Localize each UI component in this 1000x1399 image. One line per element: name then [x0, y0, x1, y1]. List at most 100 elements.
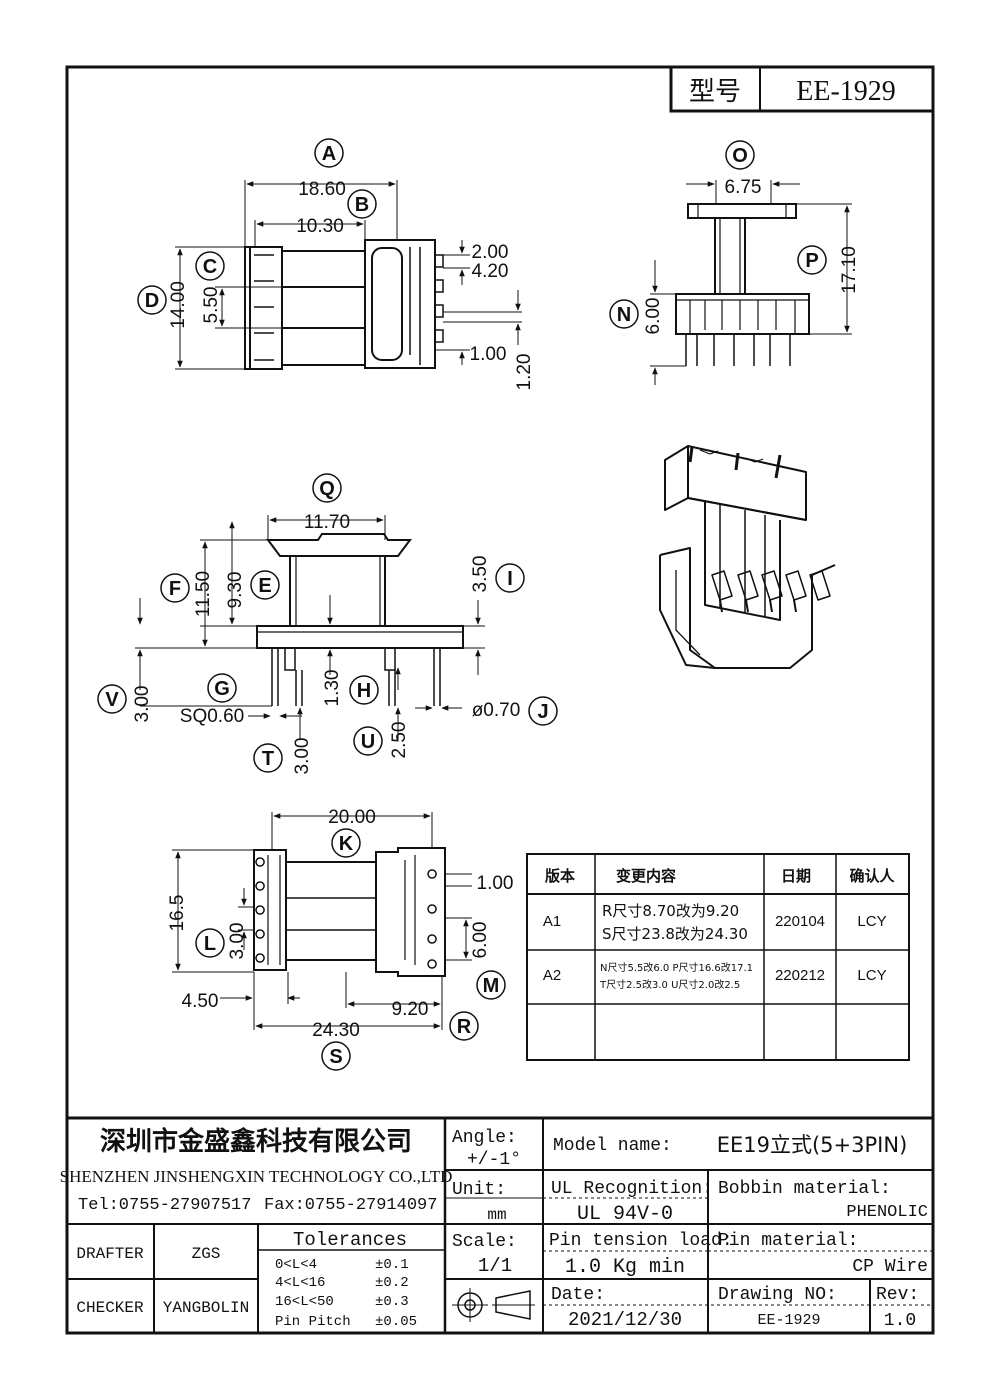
tolerance-range-2: 4<L<16 — [275, 1275, 325, 1291]
scale-value: 1/1 — [478, 1255, 512, 1277]
dim-U: 2.50 — [389, 722, 410, 759]
rev-row-2-date: 220212 — [775, 967, 825, 984]
rev-value: 1.0 — [884, 1311, 916, 1331]
date-label: Date: — [551, 1285, 605, 1305]
dim-1-20: 1.20 — [514, 354, 535, 391]
label-G: G — [214, 678, 230, 700]
label-Q: Q — [319, 478, 335, 500]
label-H: H — [357, 680, 371, 702]
tolerance-value-4: ±0.05 — [375, 1314, 417, 1330]
sheet-border — [65, 65, 935, 1335]
label-U: U — [361, 731, 375, 753]
tolerance-value-3: ±0.3 — [375, 1294, 409, 1310]
dim-O: 6.75 — [725, 177, 762, 198]
rev-row-2-by: LCY — [857, 967, 886, 984]
company-fax: Fax:0755-27914097 — [264, 1196, 437, 1215]
tolerance-value-2: ±0.2 — [375, 1275, 409, 1291]
dim-1-00-top: 1.00 — [470, 344, 507, 365]
dim-N: 6.00 — [643, 298, 664, 335]
dim-4-50: 4.50 — [182, 991, 219, 1012]
side-view — [650, 180, 852, 385]
dim-G: SQ0.60 — [180, 706, 244, 727]
tolerances-title: Tolerances — [293, 1229, 407, 1251]
date-value: 2021/12/30 — [568, 1309, 682, 1331]
company-name-en: SHENZHEN JINSHENGXIN TECHNOLOGY CO.,LTD — [60, 1167, 453, 1186]
label-S: S — [329, 1046, 342, 1068]
part-number-value: EE-1929 — [796, 76, 896, 107]
bottom-view — [172, 812, 472, 1030]
dim-A: 18.60 — [298, 179, 346, 200]
dim-R: 9.20 — [392, 999, 429, 1020]
dim-I: 3.50 — [470, 556, 491, 593]
label-N: N — [617, 304, 631, 326]
dim-S: 24.30 — [312, 1020, 360, 1041]
isometric-view — [659, 445, 836, 669]
rev-label: Rev: — [876, 1285, 919, 1305]
rev-header-by: 确认人 — [849, 867, 895, 885]
dim-C: 5.50 — [201, 287, 222, 324]
ul-label: UL Recognition: — [551, 1179, 713, 1199]
angle-label: Angle: — [452, 1128, 517, 1148]
dim-K: 20.00 — [328, 807, 376, 828]
label-D: D — [145, 290, 159, 312]
drafter-label: DRAFTER — [76, 1245, 144, 1263]
dim-2-00: 2.00 — [472, 242, 509, 263]
label-O: O — [732, 145, 748, 167]
label-C: C — [203, 256, 217, 278]
rev-row-1-content-line2: S尺寸23.8改为24.30 — [602, 925, 748, 943]
label-E: E — [258, 575, 271, 597]
dim-L: 3.00 — [227, 923, 248, 960]
dim-T: 3.00 — [292, 738, 313, 775]
revision-table-text: 版本 变更内容 日期 确认人 A1 R尺寸8.70改为9.20 S尺寸23.8改… — [543, 867, 896, 991]
company-name-cn: 深圳市金盛鑫科技有限公司 — [100, 1126, 412, 1157]
pin-material-value: CP Wire — [852, 1257, 928, 1277]
top-view — [175, 180, 522, 370]
model-name-value: EE19立式(5+3PIN) — [717, 1133, 908, 1157]
dim-V: 3.00 — [132, 686, 153, 723]
front-view — [135, 515, 485, 740]
label-K: K — [339, 833, 354, 855]
pin-material-label: Pin material: — [718, 1231, 858, 1251]
top-view-labels: A 18.60 B 10.30 C D 14.00 5.50 2.00 4.20… — [137, 138, 535, 391]
angle-value: +/-1° — [467, 1150, 521, 1170]
dim-F: 11.50 — [193, 571, 214, 617]
rev-header-content: 变更内容 — [616, 867, 676, 885]
label-P: P — [805, 250, 818, 272]
drawing-no-value: EE-1929 — [757, 1312, 820, 1329]
dim-B: 10.30 — [296, 216, 344, 237]
dim-E: 9.30 — [225, 572, 246, 609]
dim-J: ø0.70 — [472, 700, 521, 721]
dim-4-20: 4.20 — [472, 261, 509, 282]
rev-row-2-content-line1: N尺寸5.5改6.0 P尺寸16.6改17.1 — [600, 961, 753, 974]
part-number-label: 型号 — [689, 77, 741, 107]
rev-row-1-version: A1 — [543, 913, 561, 930]
label-F: F — [169, 578, 181, 600]
dim-H: 1.30 — [322, 670, 343, 707]
front-view-labels: Q 11.70 F 11.50 9.30 E 3.50 I V 3.00 G S… — [97, 473, 558, 775]
rev-row-1-by: LCY — [857, 913, 886, 930]
revision-table — [526, 853, 910, 1061]
scale-label: Scale: — [452, 1232, 517, 1252]
label-J: J — [537, 701, 548, 723]
label-I: I — [507, 568, 513, 590]
checker-label: CHECKER — [76, 1299, 144, 1317]
rev-header-version: 版本 — [545, 867, 575, 885]
rev-row-2-content-line2: T尺寸2.5改3.0 U尺寸2.0改2.5 — [599, 978, 740, 991]
tolerance-range-1: 0<L<4 — [275, 1257, 317, 1273]
label-A: A — [322, 143, 336, 165]
company-tel: Tel:0755-27907517 — [78, 1196, 251, 1215]
bobbin-material-label: Bobbin material: — [718, 1179, 891, 1199]
dim-M: 6.00 — [470, 922, 491, 959]
rev-row-1-date: 220104 — [775, 913, 825, 930]
rev-row-1-content-line1: R尺寸8.70改为9.20 — [602, 902, 739, 920]
unit-label: Unit: — [452, 1180, 506, 1200]
pin-tension-value: 1.0 Kg min — [565, 1256, 685, 1279]
unit-value: mm — [487, 1206, 506, 1224]
label-T: T — [262, 748, 274, 770]
label-L: L — [204, 933, 216, 955]
title-block — [67, 1116, 933, 1333]
drawing-no-label: Drawing NO: — [718, 1285, 837, 1305]
dim-1-00-bottom: 1.00 — [477, 873, 514, 894]
part-number-box: 型号 EE-1929 — [669, 65, 935, 113]
dim-P: 17.10 — [839, 246, 860, 294]
